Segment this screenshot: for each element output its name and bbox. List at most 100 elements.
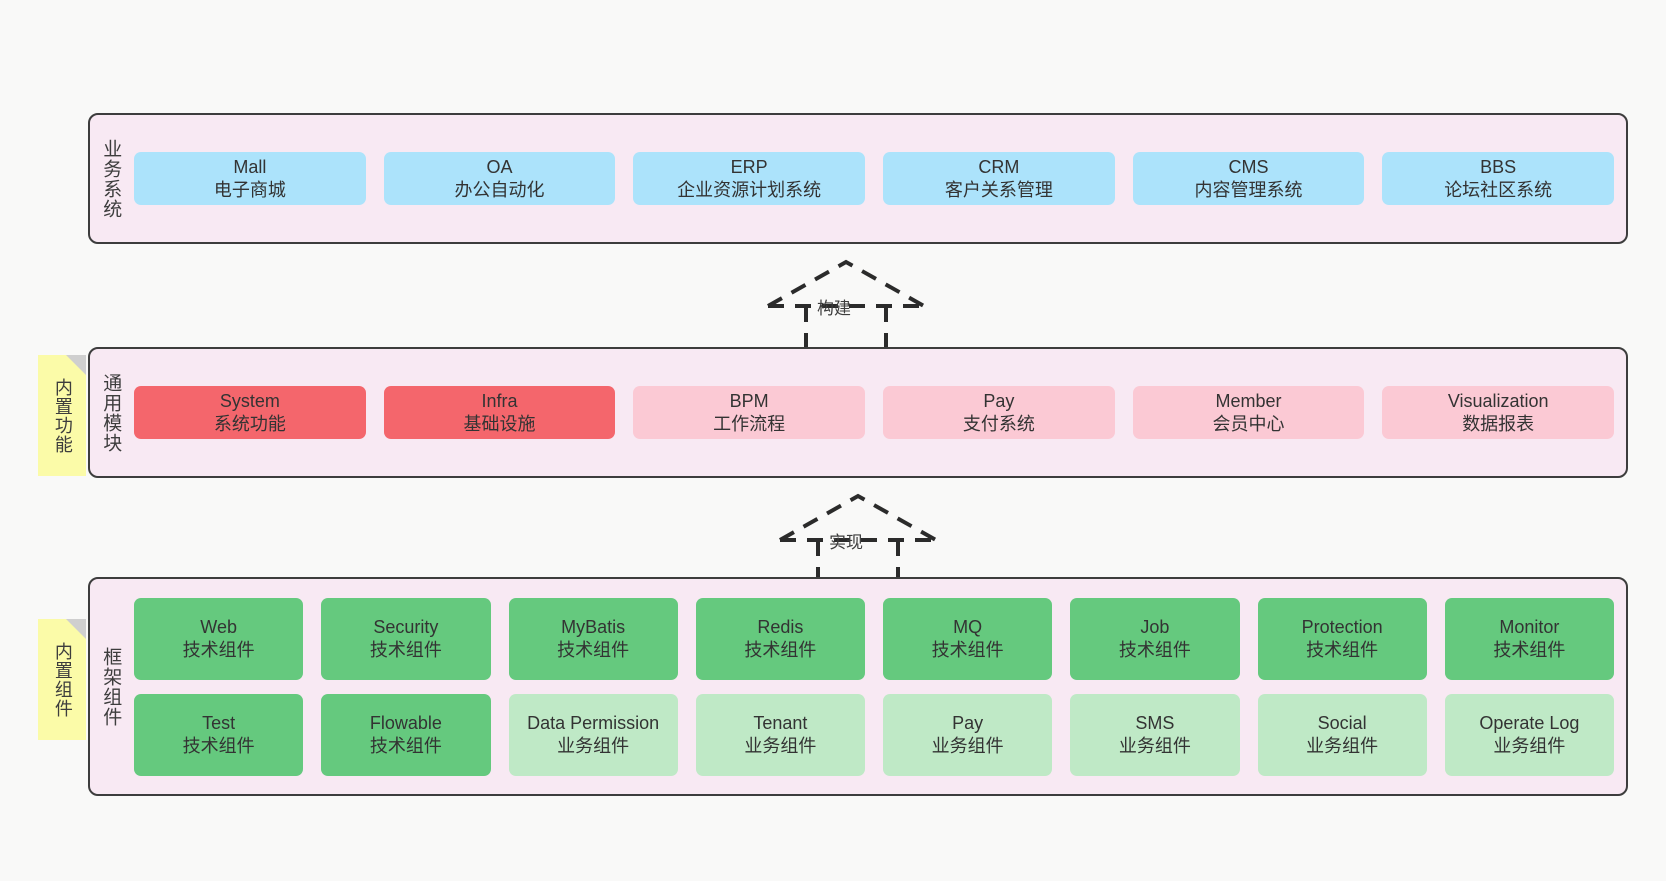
connector-build-label: 构建 — [817, 299, 851, 318]
node-title-en: Test — [202, 712, 236, 733]
node-title-en: Web — [200, 616, 237, 637]
layer-title-framework: 框架组件 — [100, 646, 122, 727]
node-title-en: Protection — [1301, 616, 1383, 637]
node-social[interactable]: Social 业务组件 — [1257, 693, 1427, 776]
node-title-en: Operate Log — [1479, 712, 1580, 733]
node-title-cn: 技术组件 — [369, 735, 442, 756]
node-erp[interactable]: ERP 企业资源计划系统 — [633, 151, 866, 206]
node-title-cn: 内容管理系统 — [1194, 179, 1303, 200]
node-title-cn: 技术组件 — [369, 639, 442, 660]
node-data-permission[interactable]: Data Permission 业务组件 — [508, 693, 678, 776]
node-row: Mall 电子商城 OA 办公自动化 ERP 企业资源计划系统 CRM 客户关系… — [134, 151, 1615, 206]
node-mall[interactable]: Mall 电子商城 — [134, 151, 366, 206]
node-title-en: Pay — [952, 712, 984, 733]
node-title-en: CRM — [978, 156, 1020, 177]
node-title-en: SMS — [1135, 712, 1175, 733]
layer-framework-component: 框架组件 Web 技术组件 Security 技术组件 MyBatis 技术组件… — [88, 577, 1628, 796]
node-row: Test 技术组件 Flowable 技术组件 Data Permission … — [134, 693, 1614, 776]
node-title-en: Social — [1317, 712, 1367, 733]
node-title-cn: 技术组件 — [1306, 639, 1379, 660]
layer-title-common: 通用模块 — [100, 372, 122, 453]
node-row: Web 技术组件 Security 技术组件 MyBatis 技术组件 Redi… — [134, 597, 1614, 680]
node-title-cn: 技术组件 — [557, 639, 630, 660]
node-title-en: Redis — [757, 616, 804, 637]
node-mq[interactable]: MQ 技术组件 — [883, 597, 1053, 680]
node-cms[interactable]: CMS 内容管理系统 — [1132, 151, 1365, 206]
layer-body-common: System 系统功能 Infra 基础设施 BPM 工作流程 Pay 支付系统… — [130, 349, 1626, 476]
node-title-cn: 论坛社区系统 — [1444, 179, 1553, 200]
node-title-cn: 技术组件 — [182, 639, 255, 660]
node-title-en: ERP — [730, 156, 768, 177]
node-title-en: Tenant — [753, 712, 808, 733]
node-title-en: MQ — [953, 616, 983, 637]
note-builtin-component: 内置组件 — [38, 619, 86, 740]
node-sms[interactable]: SMS 业务组件 — [1070, 693, 1240, 776]
node-title-en: Mall — [233, 156, 267, 177]
node-title-cn: 业务组件 — [1493, 735, 1566, 756]
node-title-cn: 会员中心 — [1212, 413, 1285, 434]
node-test[interactable]: Test 技术组件 — [134, 693, 304, 776]
node-title-en: Security — [373, 616, 439, 637]
node-title-en: OA — [486, 156, 513, 177]
node-infra[interactable]: Infra 基础设施 — [383, 385, 616, 440]
node-title-cn: 电子商城 — [213, 179, 286, 200]
node-web[interactable]: Web 技术组件 — [134, 597, 304, 680]
node-title-cn: 办公自动化 — [454, 179, 545, 200]
node-title-cn: 工作流程 — [713, 413, 786, 434]
layer-title-business: 业务系统 — [100, 138, 122, 219]
node-title-cn: 系统功能 — [213, 413, 286, 434]
node-member[interactable]: Member 会员中心 — [1132, 385, 1365, 440]
node-title-en: Data Permission — [527, 712, 660, 733]
node-pay[interactable]: Pay 支付系统 — [883, 385, 1115, 440]
node-title-en: Flowable — [369, 712, 442, 733]
node-tenant[interactable]: Tenant 业务组件 — [695, 693, 865, 776]
node-title-cn: 技术组件 — [182, 735, 255, 756]
node-title-en: Visualization — [1447, 390, 1549, 411]
node-security[interactable]: Security 技术组件 — [321, 597, 491, 680]
node-flowable[interactable]: Flowable 技术组件 — [321, 693, 491, 776]
node-title-cn: 数据报表 — [1462, 413, 1535, 434]
layer-body-business: Mall 电子商城 OA 办公自动化 ERP 企业资源计划系统 CRM 客户关系… — [130, 115, 1626, 242]
node-title-cn: 基础设施 — [463, 413, 536, 434]
node-title-en: CMS — [1228, 156, 1269, 177]
layer-common-module: 通用模块 System 系统功能 Infra 基础设施 BPM 工作流程 Pay… — [88, 347, 1628, 478]
node-title-en: BBS — [1480, 156, 1517, 177]
layer-body-framework: Web 技术组件 Security 技术组件 MyBatis 技术组件 Redi… — [130, 579, 1626, 794]
node-system[interactable]: System 系统功能 — [134, 385, 366, 440]
node-title-en: System — [219, 390, 280, 411]
node-title-cn: 业务组件 — [1306, 735, 1379, 756]
node-title-cn: 技术组件 — [931, 639, 1004, 660]
node-mybatis[interactable]: MyBatis 技术组件 — [508, 597, 678, 680]
node-crm[interactable]: CRM 客户关系管理 — [883, 151, 1115, 206]
node-title-en: Job — [1140, 616, 1170, 637]
node-pay-business[interactable]: Pay 业务组件 — [883, 693, 1053, 776]
layer-business-system: 业务系统 Mall 电子商城 OA 办公自动化 ERP 企业资源计划系统 CRM… — [88, 113, 1628, 244]
connector-implement-label: 实现 — [829, 533, 863, 552]
node-title-cn: 业务组件 — [557, 735, 630, 756]
node-visualization[interactable]: Visualization 数据报表 — [1382, 385, 1615, 440]
node-title-cn: 技术组件 — [1118, 639, 1191, 660]
node-redis[interactable]: Redis 技术组件 — [695, 597, 865, 680]
node-title-cn: 技术组件 — [1493, 639, 1566, 660]
node-title-en: Pay — [983, 390, 1015, 411]
node-title-en: MyBatis — [561, 616, 626, 637]
node-title-cn: 业务组件 — [931, 735, 1004, 756]
node-title-en: Monitor — [1499, 616, 1560, 637]
node-title-en: BPM — [729, 390, 769, 411]
note-builtin-function: 内置功能 — [38, 355, 86, 476]
node-title-cn: 支付系统 — [962, 413, 1035, 434]
node-protection[interactable]: Protection 技术组件 — [1257, 597, 1427, 680]
node-monitor[interactable]: Monitor 技术组件 — [1444, 597, 1614, 680]
node-operate-log[interactable]: Operate Log 业务组件 — [1444, 693, 1614, 776]
node-title-en: Member — [1215, 390, 1282, 411]
note-label: 内置组件 — [52, 641, 73, 718]
node-oa[interactable]: OA 办公自动化 — [383, 151, 616, 206]
node-bbs[interactable]: BBS 论坛社区系统 — [1382, 151, 1615, 206]
node-bpm[interactable]: BPM 工作流程 — [633, 385, 866, 440]
node-title-cn: 业务组件 — [744, 735, 817, 756]
node-title-en: Infra — [481, 390, 518, 411]
node-job[interactable]: Job 技术组件 — [1070, 597, 1240, 680]
note-label: 内置功能 — [52, 377, 73, 454]
node-title-cn: 业务组件 — [1118, 735, 1191, 756]
node-row: System 系统功能 Infra 基础设施 BPM 工作流程 Pay 支付系统… — [134, 385, 1615, 440]
